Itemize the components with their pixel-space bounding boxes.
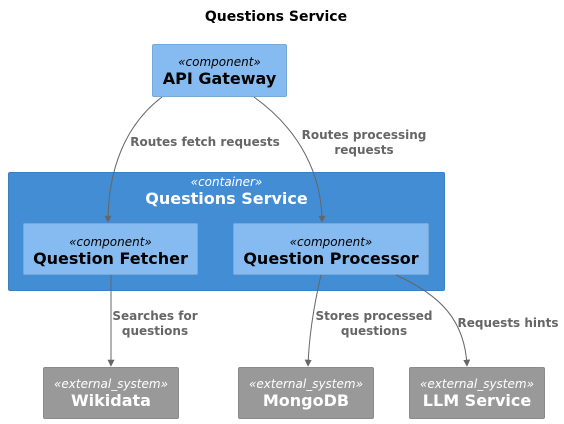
llm-service-name: LLM Service	[422, 391, 532, 410]
edge-routes-fetch	[104, 96, 163, 223]
mongodb-external-system[interactable]: «external_system» MongoDB	[238, 367, 374, 419]
question-processor-component[interactable]: «component» Question Processor	[233, 223, 429, 275]
diagram-title: Questions Service	[204, 9, 348, 25]
question-processor-stereotype: «component»	[289, 235, 373, 249]
api-gateway-name: API Gateway	[162, 69, 277, 88]
wikidata-stereotype: «external_system»	[54, 377, 168, 391]
wikidata-name: Wikidata	[71, 391, 151, 410]
wikidata-external-system[interactable]: «external_system» Wikidata	[43, 367, 179, 419]
edge-label-routes-processing: Routes processing requests	[296, 128, 432, 158]
questions-service-name: Questions Service	[145, 189, 308, 208]
edge-label-searches-line2: questions	[121, 324, 189, 338]
edge-label-routes-processing-line1: Routes processing	[301, 128, 427, 142]
edge-stores	[304, 274, 322, 367]
edge-label-routes-processing-line2: requests	[334, 143, 394, 157]
llm-service-external-system[interactable]: «external_system» LLM Service	[409, 367, 545, 419]
question-processor-name: Question Processor	[243, 249, 419, 268]
edge-label-stores-line2: questions	[340, 324, 408, 338]
question-fetcher-name: Question Fetcher	[33, 249, 188, 268]
edge-label-hints: Requests hints	[457, 316, 559, 330]
api-gateway-component[interactable]: «component» API Gateway	[152, 44, 287, 97]
edge-label-searches-line1: Searches for	[112, 309, 198, 323]
edge-label-stores: Stores processed questions	[310, 309, 438, 339]
edge-label-routes-fetch: Routes fetch requests	[130, 135, 280, 149]
llm-service-stereotype: «external_system»	[420, 377, 534, 391]
mongodb-stereotype: «external_system»	[249, 377, 363, 391]
question-fetcher-component[interactable]: «component» Question Fetcher	[23, 223, 198, 275]
question-fetcher-stereotype: «component»	[69, 235, 152, 249]
mongodb-name: MongoDB	[262, 391, 350, 410]
edge-hints	[395, 274, 471, 367]
edge-routes-processing	[253, 96, 326, 223]
edge-label-searches: Searches for questions	[106, 309, 204, 339]
api-gateway-stereotype: «component»	[178, 55, 261, 69]
edge-label-stores-line1: Stores processed	[315, 309, 433, 323]
questions-service-stereotype: «container»	[190, 175, 263, 189]
